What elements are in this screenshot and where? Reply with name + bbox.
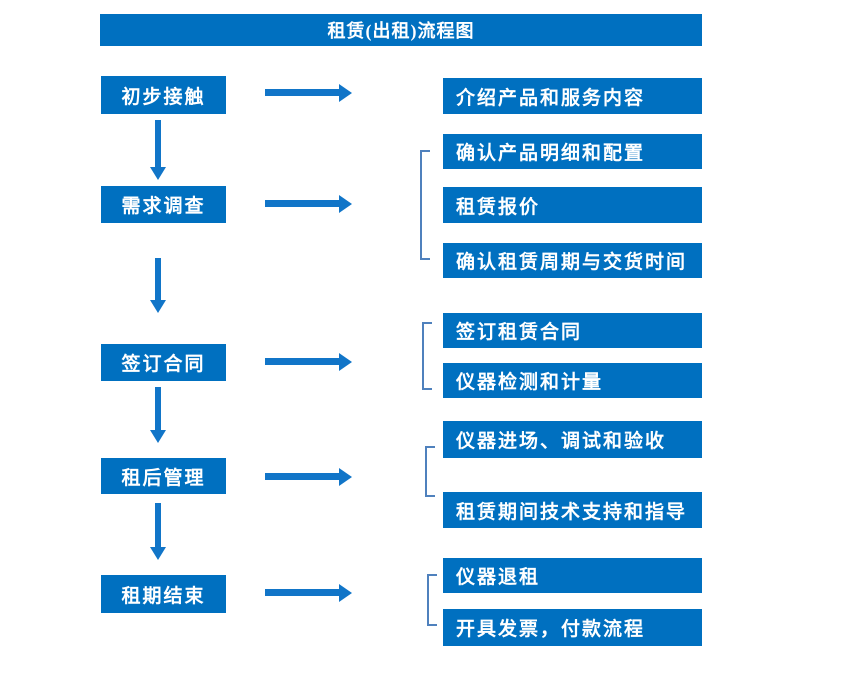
down-arrow-3-icon bbox=[150, 387, 166, 443]
arrowhead-icon bbox=[339, 194, 352, 213]
step-lease-end: 租期结束 bbox=[101, 575, 226, 613]
down-arrow-2-icon bbox=[150, 258, 166, 313]
detail-introduce-products-services: 介绍产品和服务内容 bbox=[443, 78, 702, 114]
down-arrow-4-icon bbox=[150, 503, 166, 560]
down-arrow-1-icon bbox=[150, 120, 166, 180]
arrowhead-icon bbox=[150, 167, 166, 180]
step-sign-contract: 签订合同 bbox=[101, 344, 226, 381]
bracket-post-rental-group bbox=[425, 446, 435, 497]
arrowhead-icon bbox=[150, 300, 166, 313]
detail-rental-quotation: 租赁报价 bbox=[443, 187, 702, 223]
arrowhead-icon bbox=[339, 352, 352, 371]
arrowhead-icon bbox=[150, 430, 166, 443]
detail-instrument-testing-measurement: 仪器检测和计量 bbox=[443, 363, 702, 398]
step-post-rental-management: 租后管理 bbox=[101, 458, 226, 494]
detail-instrument-return: 仪器退租 bbox=[443, 558, 702, 593]
step-demand-survey: 需求调查 bbox=[101, 186, 226, 223]
right-arrow-post-rental-icon bbox=[265, 467, 352, 486]
right-arrow-demand-survey-icon bbox=[265, 194, 352, 213]
right-arrow-lease-end-icon bbox=[265, 583, 352, 602]
step-initial-contact: 初步接触 bbox=[101, 76, 226, 114]
arrowhead-icon bbox=[339, 583, 352, 602]
detail-instrument-entry-acceptance: 仪器进场、调试和验收 bbox=[443, 421, 702, 458]
bracket-sign-contract-group bbox=[422, 322, 432, 390]
flowchart-title: 租赁(出租)流程图 bbox=[100, 14, 702, 46]
arrowhead-icon bbox=[339, 83, 352, 102]
right-arrow-sign-contract-icon bbox=[265, 352, 352, 371]
detail-sign-rental-contract: 签订租赁合同 bbox=[443, 313, 702, 348]
right-arrow-initial-contact-icon bbox=[265, 83, 352, 102]
bracket-demand-survey-group bbox=[420, 150, 430, 260]
arrowhead-icon bbox=[150, 547, 166, 560]
detail-confirm-rental-period-delivery: 确认租赁周期与交货时间 bbox=[443, 243, 702, 278]
detail-invoice-payment-process: 开具发票，付款流程 bbox=[443, 609, 702, 646]
bracket-lease-end-group bbox=[427, 574, 437, 626]
arrowhead-icon bbox=[339, 467, 352, 486]
detail-rental-technical-support: 租赁期间技术支持和指导 bbox=[443, 492, 702, 528]
detail-confirm-product-details-config: 确认产品明细和配置 bbox=[443, 134, 702, 169]
